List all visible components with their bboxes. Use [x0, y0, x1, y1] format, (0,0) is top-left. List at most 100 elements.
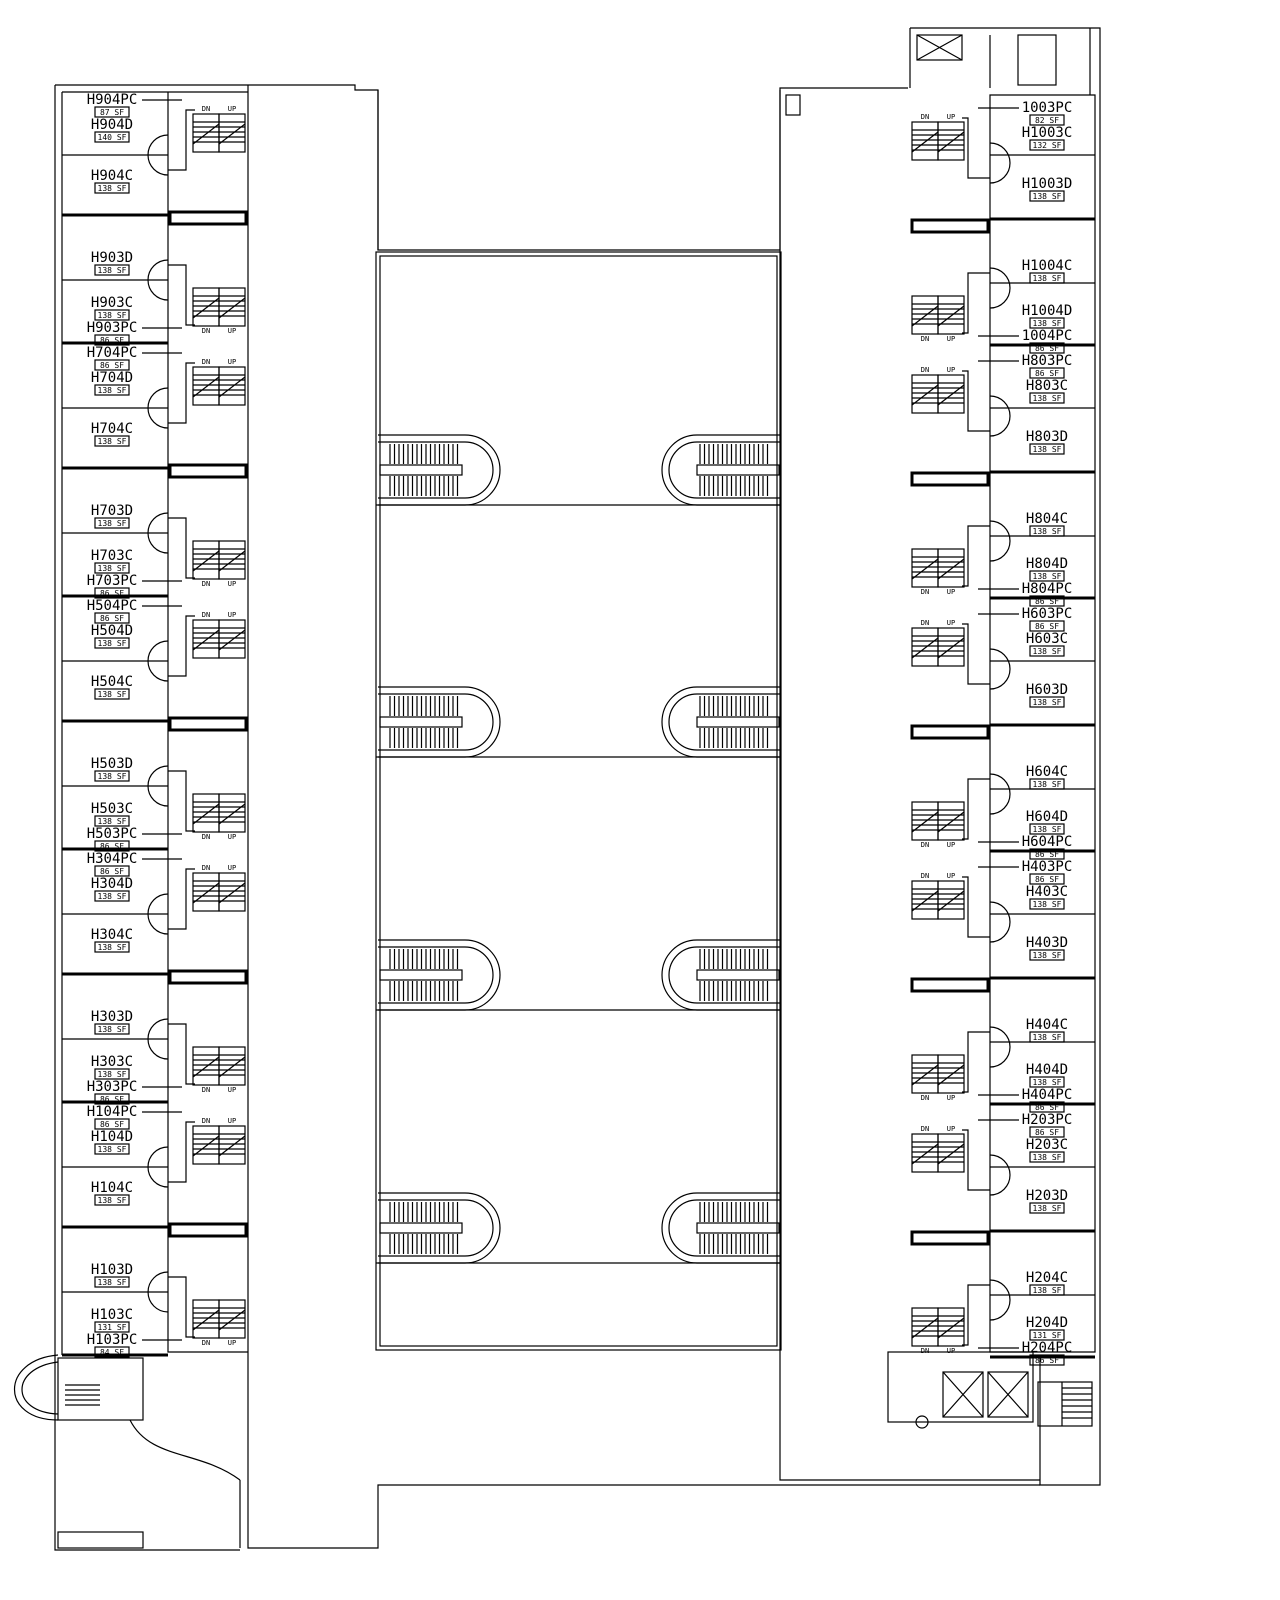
escalator-outline [668, 1199, 780, 1257]
room-area-box [94, 637, 130, 649]
stair-label-up: UP [228, 833, 236, 841]
stair-break-line [911, 890, 965, 912]
room-area-box [94, 562, 130, 574]
room-area: 138 SF [1033, 1204, 1062, 1213]
stair-flight [218, 1299, 246, 1339]
escalator-outline [378, 939, 501, 1011]
room-area-box [94, 309, 130, 321]
escalator-outline [661, 939, 780, 1011]
room-name: H803C [1026, 378, 1068, 394]
door-swing [147, 1146, 169, 1188]
stair-flight [192, 1299, 220, 1339]
room-area-box [1029, 898, 1065, 910]
elevator-core [887, 1351, 1093, 1429]
room-area-box [1029, 392, 1065, 404]
stair-label-dn: DN [921, 335, 929, 343]
stair-flight [911, 1054, 939, 1094]
bottom-left-stair [13, 1354, 241, 1549]
stair-label-dn: DN [921, 588, 929, 596]
stair-break-line [192, 629, 246, 651]
room-name: H804C [1026, 511, 1068, 527]
room-name: H204C [1026, 1270, 1068, 1286]
stair-flight [192, 1125, 220, 1165]
room-area-box [94, 359, 130, 371]
stair-label-dn: DN [202, 580, 210, 588]
room-area-box [1029, 620, 1065, 632]
stair-flight [192, 287, 220, 327]
stair-flight [218, 793, 246, 833]
stair-enclosure [168, 362, 195, 579]
room-area: 138 SF [1033, 780, 1062, 789]
stair: DN UP [911, 295, 965, 343]
stair-break-line [192, 297, 246, 319]
stair-flight [218, 1046, 246, 1086]
room-name: H404C [1026, 1017, 1068, 1033]
elevator-shaft [942, 1371, 984, 1418]
room-name: H103PC [87, 1332, 138, 1348]
room-name: H303D [91, 1009, 133, 1025]
stair-label-up: UP [947, 335, 955, 343]
room-area-box [94, 131, 130, 143]
room-area-box [1029, 873, 1065, 885]
room-area-box [94, 1276, 130, 1288]
room-area: 138 SF [1033, 527, 1062, 536]
room-area: 138 SF [98, 519, 127, 528]
room-area: 138 SF [98, 690, 127, 699]
room-area-box [1029, 595, 1065, 607]
room-name: H704D [91, 370, 133, 386]
stair-flight [937, 548, 965, 588]
stair-flight [937, 374, 965, 414]
stair-break-line [911, 811, 965, 833]
escalator-handrail [696, 1222, 780, 1234]
stair-label-dn: DN [921, 113, 929, 121]
room-area: 138 SF [1033, 1033, 1062, 1042]
door-swing [989, 901, 1011, 943]
escalator-outline [378, 686, 501, 758]
stair-flight [937, 1307, 965, 1347]
room-area-box [94, 688, 130, 700]
escalator-left [378, 686, 501, 758]
room-area-box [1029, 1151, 1065, 1163]
room-name: H104C [91, 1180, 133, 1196]
stair-label-dn: DN [202, 611, 210, 619]
escalator-handrail [379, 464, 463, 476]
escalator-outline [378, 693, 494, 751]
room-area: 86 SF [100, 1120, 124, 1129]
room-area: 84 SF [100, 1348, 124, 1357]
escalator-right [661, 1192, 780, 1264]
door-swing [989, 1026, 1011, 1068]
room-area: 138 SF [98, 437, 127, 446]
stair-label-up: UP [228, 105, 236, 113]
room-area: 86 SF [1035, 597, 1059, 606]
escalator-left [378, 939, 501, 1011]
stair-enclosure [962, 623, 990, 840]
room-name: H1004C [1022, 258, 1073, 274]
room-area: 138 SF [1033, 825, 1062, 834]
room-name: H303C [91, 1054, 133, 1070]
room-name: H803D [1026, 429, 1068, 445]
escalator-outline [661, 434, 780, 506]
room-area-box [1029, 1202, 1065, 1214]
room-area-box [94, 941, 130, 953]
door-swing [147, 387, 169, 429]
